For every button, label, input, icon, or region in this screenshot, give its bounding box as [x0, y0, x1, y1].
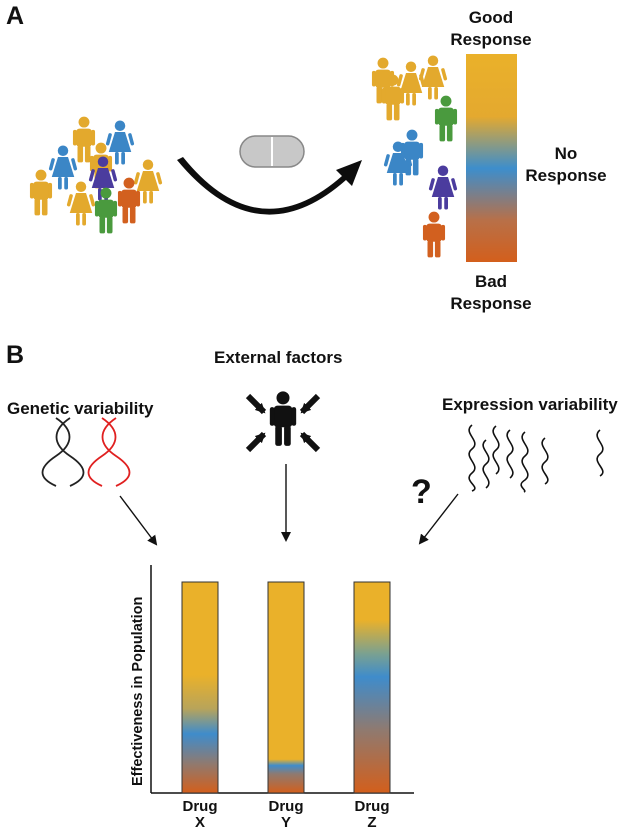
drug-letter: Y	[280, 814, 291, 831]
curved-arrow-icon	[177, 157, 362, 215]
person-icon	[428, 165, 458, 210]
pill-icon	[239, 135, 305, 168]
y-axis-label: Effectiveness in Population	[130, 596, 146, 786]
inward-arrow-icon	[299, 393, 321, 415]
person-icon	[48, 145, 78, 190]
inward-arrow-icon	[245, 393, 267, 415]
expression-variability-label: Expression variability	[442, 395, 618, 414]
response-scale-bar	[466, 54, 517, 262]
panel-b-label: B	[6, 341, 25, 369]
responder-group	[371, 55, 458, 258]
inward-arrow-icon	[245, 431, 267, 453]
person-icon	[422, 211, 446, 258]
drug-y-label: Drug Y	[266, 799, 306, 831]
genetic-variability-label: Genetic variability	[7, 399, 154, 418]
arrow-icon	[418, 493, 459, 545]
drug-x-label: Drug X	[180, 799, 220, 831]
arrow-icon	[119, 495, 158, 546]
bad-response-label: Bad Response	[450, 272, 532, 313]
person-icon	[66, 181, 96, 226]
crowd-group	[29, 116, 163, 234]
inward-arrow-icon	[299, 431, 321, 453]
person-icon	[117, 177, 141, 224]
expression-waves-icon	[468, 424, 604, 493]
external-factors-label: External factors	[214, 348, 343, 367]
drug-z-label: Drug Z	[352, 799, 392, 831]
person-icon	[269, 391, 297, 446]
panel-a-label: A	[6, 2, 25, 30]
drug-bar-y	[267, 581, 305, 794]
external-factors-icon	[245, 391, 321, 453]
drug-bar-z	[353, 581, 391, 794]
person-icon	[29, 169, 53, 216]
person-icon	[72, 116, 96, 163]
drug-letter: Z	[367, 814, 377, 831]
dna-icon	[41, 417, 131, 487]
good-response-label: Good Response	[450, 8, 532, 49]
drug-name: Drug	[182, 798, 218, 815]
drug-name: Drug	[354, 798, 390, 815]
drug-bar-x	[181, 581, 219, 794]
drug-name: Drug	[268, 798, 304, 815]
no-response-label: No Response	[525, 144, 607, 185]
question-mark-icon: ?	[411, 473, 432, 511]
person-icon	[434, 95, 458, 142]
drug-letter: X	[194, 814, 205, 831]
